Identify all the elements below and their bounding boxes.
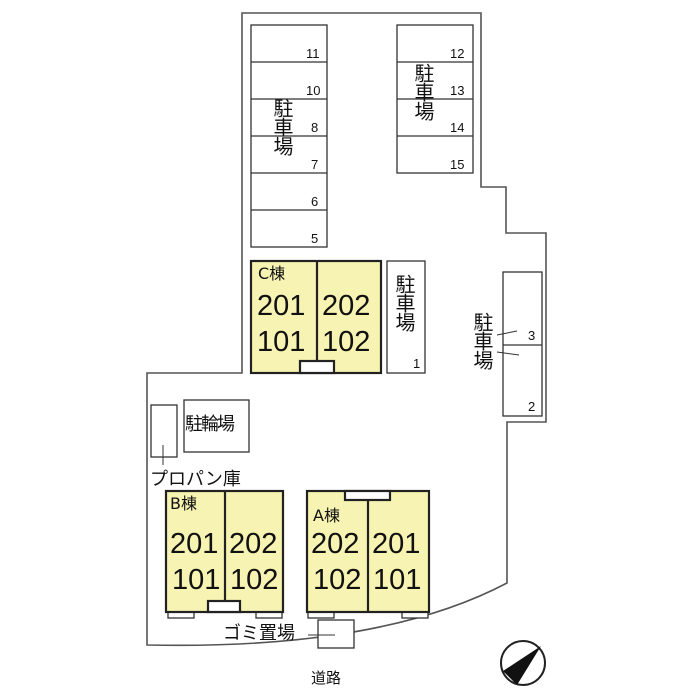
unit-number: 101 xyxy=(373,564,422,596)
space-number: 15 xyxy=(450,157,465,172)
propane-label: プロパン庫 xyxy=(150,469,241,490)
parking-label: 駐車場 xyxy=(411,63,435,120)
space-number: 10 xyxy=(306,83,321,98)
space-number: 2 xyxy=(528,399,536,414)
space-number: 6 xyxy=(311,194,319,209)
space-number: 5 xyxy=(311,231,319,246)
parking-label: 駐車場 xyxy=(392,274,416,331)
building-name: B棟 xyxy=(170,494,197,513)
space-number: 12 xyxy=(450,46,465,61)
unit-number: 102 xyxy=(230,564,279,596)
parking-spaces-2-3 xyxy=(502,271,543,417)
unit-number: 202 xyxy=(322,290,371,322)
unit-number: 202 xyxy=(311,528,360,560)
space-number: 7 xyxy=(311,157,319,172)
propane-storage xyxy=(150,404,178,458)
unit-number: 102 xyxy=(313,564,362,596)
unit-number: 101 xyxy=(172,564,221,596)
space-number: 13 xyxy=(450,83,465,98)
garbage-area xyxy=(317,619,355,649)
unit-number: 202 xyxy=(229,528,278,560)
space-number: 3 xyxy=(528,328,536,343)
space-number: 11 xyxy=(306,46,320,61)
unit-number: 201 xyxy=(170,528,219,560)
unit-number: 201 xyxy=(372,528,421,560)
unit-number: 102 xyxy=(322,326,371,358)
lot-boundary xyxy=(146,12,547,647)
north-arrow-icon xyxy=(500,640,546,686)
unit-number: 101 xyxy=(257,326,306,358)
bicycle-parking xyxy=(183,399,250,453)
parking-space-1 xyxy=(386,260,426,374)
unit-number: 201 xyxy=(257,290,306,322)
road-label: 道路 xyxy=(311,669,342,687)
garbage-label: ゴミ置場 xyxy=(223,623,295,644)
space-number: 1 xyxy=(413,356,421,371)
space-number: 14 xyxy=(450,120,465,135)
building-name: C棟 xyxy=(258,264,286,283)
parking-label: 駐車場 xyxy=(270,98,294,155)
building-name: A棟 xyxy=(313,506,340,525)
parking-label: 駐車場 xyxy=(470,312,494,369)
bicycle-parking-label: 駐輪場 xyxy=(185,414,235,435)
space-number: 8 xyxy=(311,120,319,135)
